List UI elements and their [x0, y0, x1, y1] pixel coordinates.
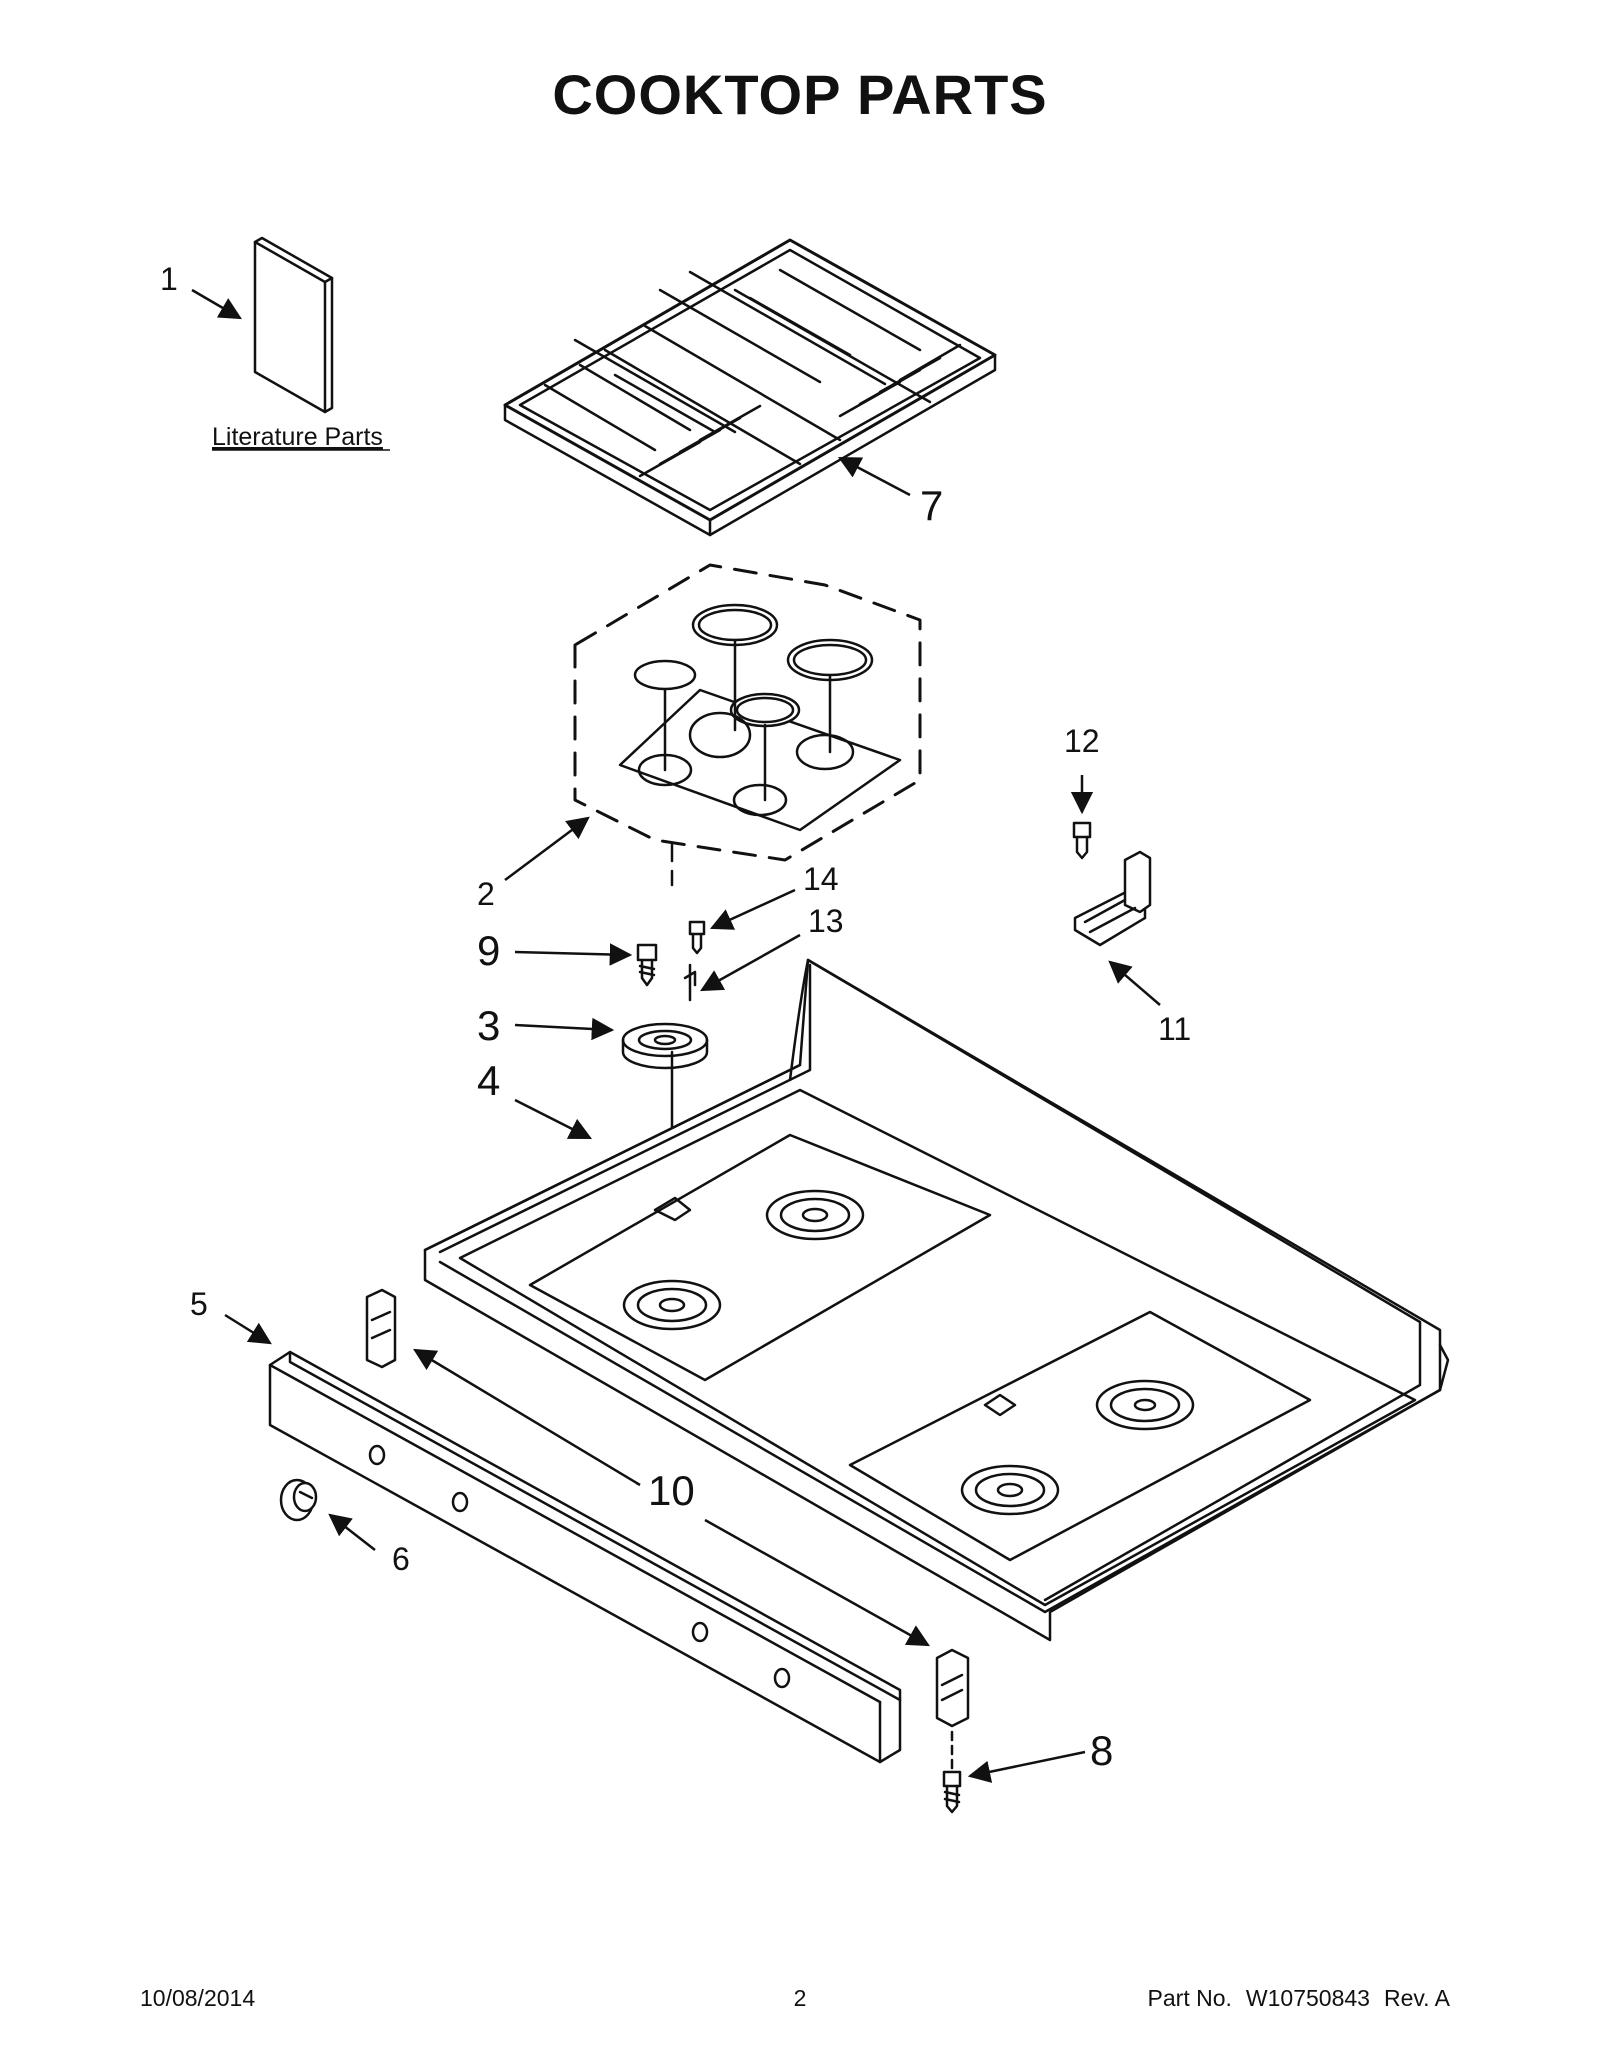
callout-10: 10 — [648, 1467, 695, 1514]
footer-page-number: 2 — [793, 1985, 807, 2011]
footer-part-info: Part No. W10750843 Rev. A — [1134, 1985, 1450, 2012]
leader-7 — [838, 456, 911, 497]
screw-9 — [636, 943, 658, 987]
knob-6 — [279, 1478, 318, 1522]
literature-booklet — [253, 236, 334, 414]
leader-9 — [514, 943, 633, 966]
leader-10-right — [704, 1518, 930, 1647]
electrode-13 — [683, 963, 697, 1002]
footer-date: 10/08/2014 — [140, 1985, 256, 2011]
leader-14 — [709, 888, 796, 930]
screw-8 — [942, 1730, 962, 1814]
grate-assembly — [503, 238, 997, 537]
callout-1: 1 — [160, 261, 178, 297]
callout-6: 6 — [392, 1541, 410, 1577]
leader-10-left — [413, 1348, 641, 1487]
control-panel — [268, 1350, 902, 1764]
callout-3: 3 — [477, 1002, 500, 1049]
screw-14 — [688, 920, 706, 955]
leader-11 — [1108, 960, 1161, 1006]
callout-8: 8 — [1090, 1727, 1113, 1774]
leader-8 — [967, 1750, 1086, 1783]
callout-12: 12 — [1064, 723, 1100, 759]
callout-4: 4 — [477, 1057, 500, 1104]
leader-1 — [191, 288, 242, 320]
leader-4 — [514, 1098, 593, 1140]
literature-parts-label: Literature Parts — [212, 423, 383, 451]
leader-5 — [224, 1313, 272, 1345]
burner-caps-group — [573, 563, 922, 887]
callout-2: 2 — [477, 876, 495, 912]
leader-6 — [328, 1513, 376, 1551]
leader-3 — [514, 1017, 615, 1041]
revision: Rev. A — [1383, 1985, 1450, 2011]
callout-13: 13 — [808, 903, 844, 939]
part-label: Part No. — [1147, 1985, 1232, 2011]
bracket-right — [935, 1648, 970, 1728]
bracket-11 — [1073, 850, 1152, 947]
screw-12 — [1072, 821, 1092, 860]
cooktop — [423, 958, 1450, 1642]
callout-11: 11 — [1158, 1011, 1191, 1047]
page-title: COOKTOP PARTS — [552, 63, 1048, 126]
callout-5: 5 — [190, 1286, 208, 1322]
part-number: W10750843 — [1245, 1985, 1370, 2011]
callout-14: 14 — [803, 861, 839, 897]
callout-9: 9 — [477, 927, 500, 974]
callout-7: 7 — [920, 482, 943, 529]
leader-2 — [504, 816, 590, 882]
bracket-5 — [365, 1288, 397, 1369]
leader-13 — [700, 933, 801, 992]
